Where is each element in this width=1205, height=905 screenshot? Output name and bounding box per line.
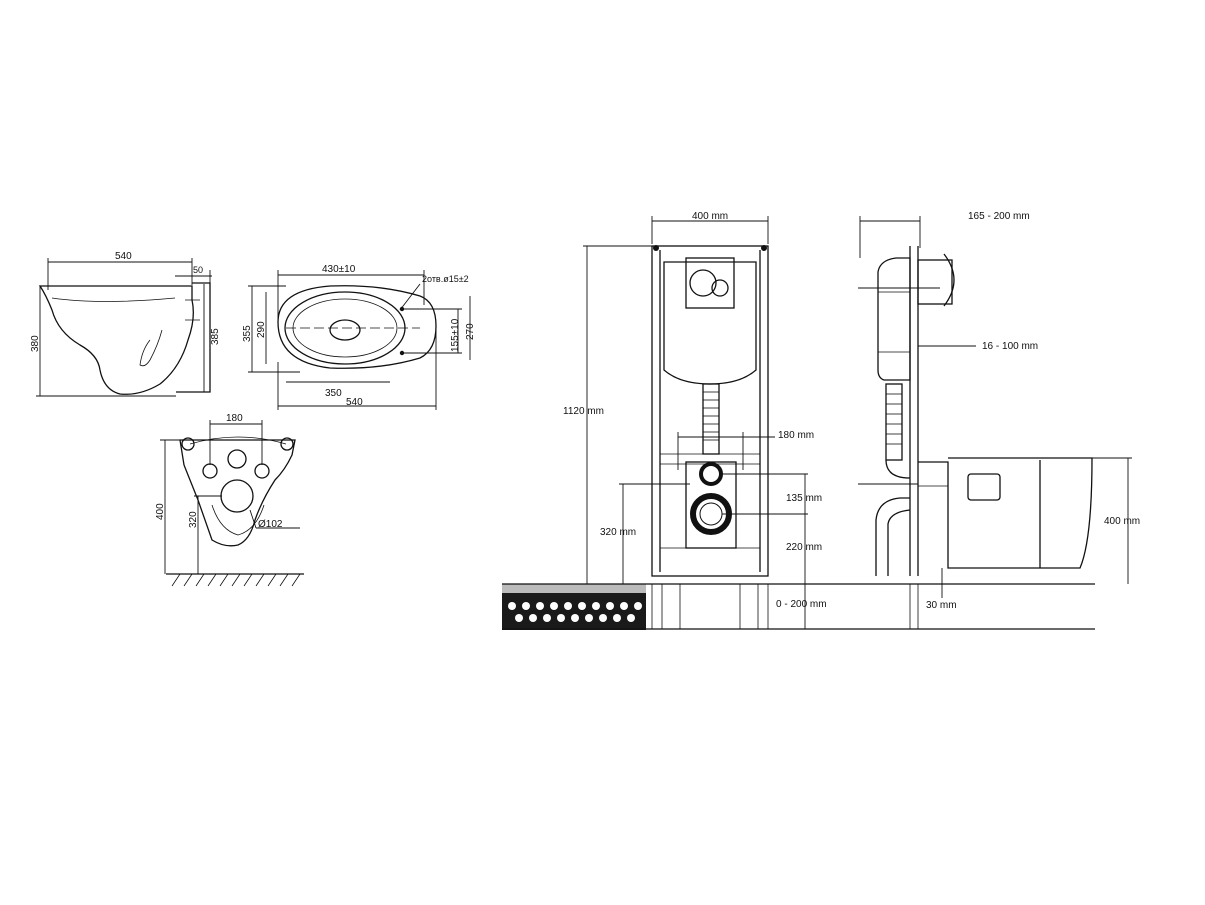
floor-hatch [171,573,301,587]
frame-floor-height: 0 - 200 mm [776,599,827,610]
bowl-top-width-rear: 270 [465,323,476,340]
bowl-front-outlet-diameter: Ø102 [258,519,283,530]
bowl-side-height-rear: 385 [210,328,221,345]
frame-side-view: 165 - 200 mm 16 - 100 mm 400 mm 30 mm [858,211,1140,629]
floor-insulation [508,602,642,622]
side-depth: 165 - 200 mm [968,211,1030,222]
bowl-top-length: 540 [346,397,363,408]
frame-front-view: 400 mm 1120 mm 180 mm 320 mm 135 mm 220 … [502,211,1095,630]
bowl-side-view: 540 50 380 385 [30,251,221,397]
bowl-top-width-outer: 355 [242,325,253,342]
frame-stud-height: 320 mm [600,527,636,538]
side-depth-adjust: 16 - 100 mm [982,341,1038,352]
frame-height: 1120 mm [563,406,604,417]
frame-stud-spacing: 180 mm [778,430,814,441]
bowl-top-view: 430±10 2отв.ø15±2 355 290 155±10 270 350… [242,264,476,410]
side-floor-gap: 30 mm [926,600,957,611]
frame-outlet-height: 220 mm [786,542,822,553]
bowl-front-hole-spacing: 180 [226,413,243,424]
bowl-side-rear: 50 [193,265,203,275]
bowl-front-height: 400 [155,503,166,520]
bowl-top-length-holes: 430±10 [322,264,356,275]
bowl-front-outlet-height: 320 [188,511,199,528]
bowl-side-width: 540 [115,251,132,262]
bowl-top-length-inner: 350 [325,388,342,399]
bowl-side-height: 380 [30,335,41,352]
frame-width: 400 mm [692,211,728,222]
bowl-top-hole-offset: 155±10 [450,318,461,352]
side-bowl-height: 400 mm [1104,516,1140,527]
bowl-top-width-inner: 290 [256,321,267,338]
bowl-front-view: 180 400 320 Ø102 [155,413,304,587]
frame-stud-to-outlet: 135 mm [786,493,822,504]
bowl-top-holes: 2отв.ø15±2 [422,274,469,284]
